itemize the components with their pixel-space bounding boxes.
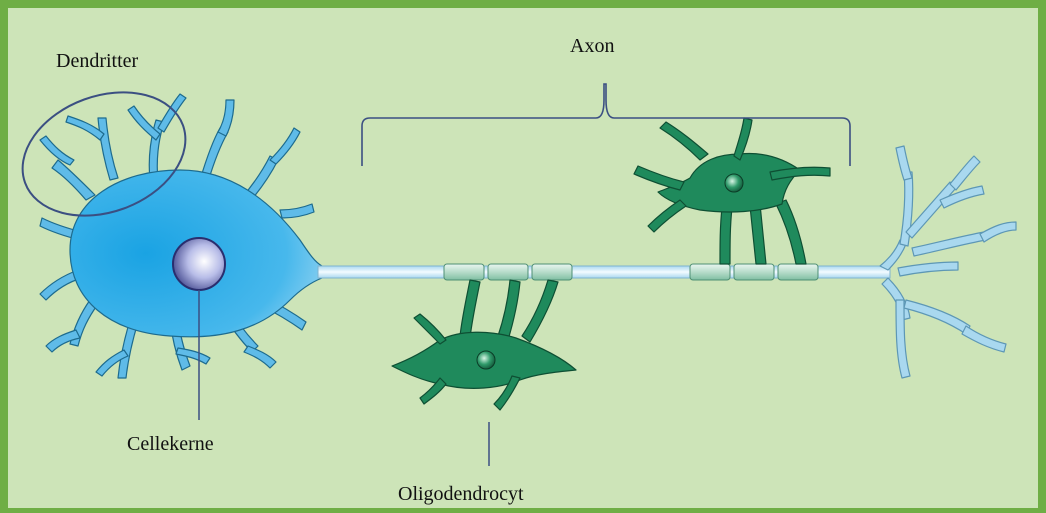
myelin-sheath-right: [690, 264, 818, 280]
label-axon: Axon: [570, 35, 614, 58]
label-cellekerne: Cellekerne: [127, 433, 214, 456]
cell-nucleus: [173, 238, 225, 290]
myelin-sheath-left: [444, 264, 572, 280]
oligodendrocyte-lower-nucleus: [477, 351, 495, 369]
label-oligodendrocyt: Oligodendrocyt: [398, 483, 524, 506]
label-dendritter: Dendritter: [56, 50, 138, 73]
oligodendrocyte-upper-nucleus: [725, 174, 743, 192]
